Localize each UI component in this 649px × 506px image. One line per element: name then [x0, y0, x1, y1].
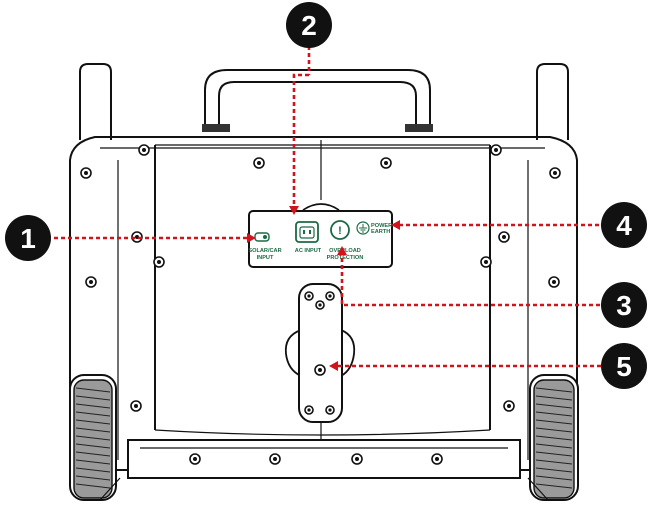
callout-5: 5 [601, 343, 647, 389]
screw [325, 291, 335, 301]
screw [189, 453, 201, 465]
screw [80, 167, 92, 179]
connector-panel: SOLAR/CAR INPUT AC INPUT ! OVERLOAD PROT… [248, 203, 393, 268]
main-housing [69, 136, 578, 471]
guide-line-2 [292, 46, 311, 205]
bottom-bumper [99, 439, 549, 501]
screw [380, 157, 392, 169]
screw [490, 144, 502, 156]
guide-arrow-2 [289, 206, 299, 215]
screw [153, 256, 165, 268]
screw [130, 400, 142, 412]
screw [85, 276, 97, 288]
screw [304, 405, 314, 415]
center-bracket [284, 283, 356, 423]
screw [431, 453, 443, 465]
screw [138, 144, 150, 156]
wheel-left [69, 374, 117, 501]
screw [315, 300, 325, 310]
screws [80, 144, 561, 465]
overload-protection-button: ! OVERLOAD PROTECTION [327, 220, 364, 261]
screw [351, 453, 363, 465]
guide-arrow-5 [329, 361, 338, 371]
callout-4-number: 4 [616, 210, 632, 241]
earth-label-line2: EARTH [371, 229, 390, 235]
carry-handle [202, 69, 433, 132]
frame-posts [79, 63, 569, 140]
ac-input-port: AC INPUT [295, 221, 322, 254]
screw [549, 167, 561, 179]
overload-label-line2: PROTECTION [327, 255, 364, 261]
callout-4: 4 [601, 202, 647, 248]
guide-arrow-3 [337, 246, 347, 255]
overload-symbol: ! [338, 225, 342, 237]
guide-arrow-4 [391, 220, 400, 230]
screw [503, 400, 515, 412]
power-earth-terminal: POWER EARTH [356, 221, 392, 235]
handle-mount-right [405, 124, 433, 132]
callout-1: 1 [5, 215, 51, 261]
screw [253, 157, 265, 169]
ac-input-label: AC INPUT [295, 248, 322, 254]
screw [269, 453, 281, 465]
guide-lines [54, 46, 606, 371]
screw [304, 291, 314, 301]
callout-1-number: 1 [20, 223, 36, 254]
earth-label-line1: POWER [371, 223, 392, 229]
callout-3: 3 [601, 282, 647, 328]
callout-3-number: 3 [616, 290, 632, 321]
callout-2-number: 2 [301, 10, 317, 41]
solar-label-line2: INPUT [257, 255, 274, 261]
callout-2: 2 [286, 2, 332, 48]
wheel-right [529, 374, 579, 501]
solar-car-input-port: SOLAR/CAR INPUT [248, 232, 282, 261]
screw [325, 405, 335, 415]
guide-arrow-1 [247, 233, 256, 243]
solar-label-line1: SOLAR/CAR [248, 248, 281, 254]
screw [480, 256, 492, 268]
callout-5-number: 5 [616, 351, 632, 382]
screw [548, 276, 560, 288]
overload-label-line1: OVERLOAD [329, 248, 361, 254]
screw [314, 364, 326, 376]
screw [498, 231, 510, 243]
handle-mount-left [202, 124, 230, 132]
guide-line-3 [340, 255, 600, 307]
